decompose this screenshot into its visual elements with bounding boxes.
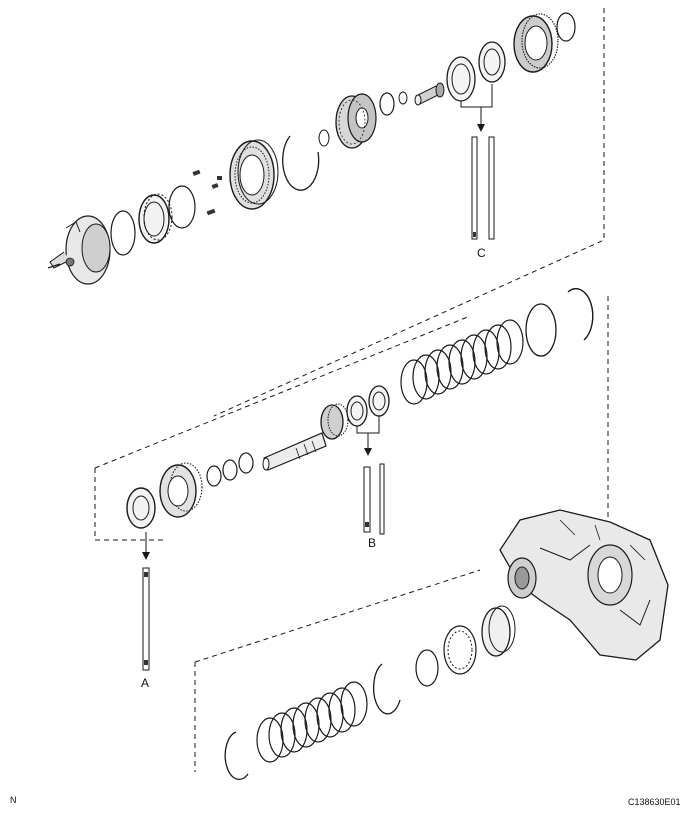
return-spring — [443, 625, 477, 675]
thrust-washer-2 — [222, 459, 238, 481]
callout-label-a: A — [141, 676, 150, 690]
end-snap-ring — [556, 12, 576, 42]
thrust-bearing — [379, 92, 395, 116]
key-3 — [206, 208, 216, 216]
middle-snap-ring — [567, 288, 594, 341]
pressure-plate — [525, 303, 557, 357]
clutch-hub — [159, 462, 203, 518]
section-strip-b2 — [379, 463, 385, 535]
section-strip-b1 — [363, 466, 371, 533]
thrust-washer-3 — [238, 452, 254, 474]
upper-group — [47, 12, 576, 285]
planetary-carrier — [335, 93, 377, 149]
lower-group-outline — [194, 569, 481, 772]
thrust-washer-1 — [206, 465, 222, 487]
lower-snap-ring-large — [373, 663, 401, 715]
upper-group-outline — [213, 8, 605, 417]
lower-snap-ring-small — [415, 649, 439, 687]
bearing-race-2 — [478, 41, 506, 83]
figure-code: C138630E01 — [628, 797, 681, 807]
bearing-race-b2 — [368, 385, 390, 417]
key-2 — [211, 183, 219, 189]
callout-label-c: C — [477, 246, 486, 260]
small-ring — [398, 91, 408, 105]
callout-label-b: B — [368, 536, 377, 550]
oil-pump-body — [47, 215, 111, 285]
clutch-plates-middle — [400, 319, 524, 405]
bearing-race-b1 — [346, 395, 368, 427]
open-snap-ring — [282, 135, 320, 191]
key-1 — [192, 169, 201, 176]
ring-gear — [229, 139, 279, 210]
lower-group — [224, 509, 669, 781]
input-shaft — [262, 403, 349, 471]
clutch-plates-lower — [256, 681, 368, 763]
counter-drive-gear — [513, 13, 559, 73]
sun-gear-shaft — [414, 82, 445, 106]
section-strip-c1 — [471, 136, 478, 240]
section-strip-c2 — [488, 136, 495, 240]
piston-ring — [481, 605, 516, 657]
corner-mark: N — [10, 795, 17, 805]
clutch-drum — [138, 193, 173, 244]
lower-end-ring — [224, 731, 249, 781]
key-4 — [217, 176, 222, 180]
small-washer — [318, 129, 330, 147]
thrust-ring — [168, 185, 196, 229]
middle-group — [126, 288, 594, 671]
transaxle-case — [499, 509, 669, 661]
bearing-race-a — [126, 487, 156, 529]
callout-c-bracket — [460, 84, 493, 108]
snap-ring — [110, 210, 136, 256]
section-strip-a — [142, 567, 150, 671]
